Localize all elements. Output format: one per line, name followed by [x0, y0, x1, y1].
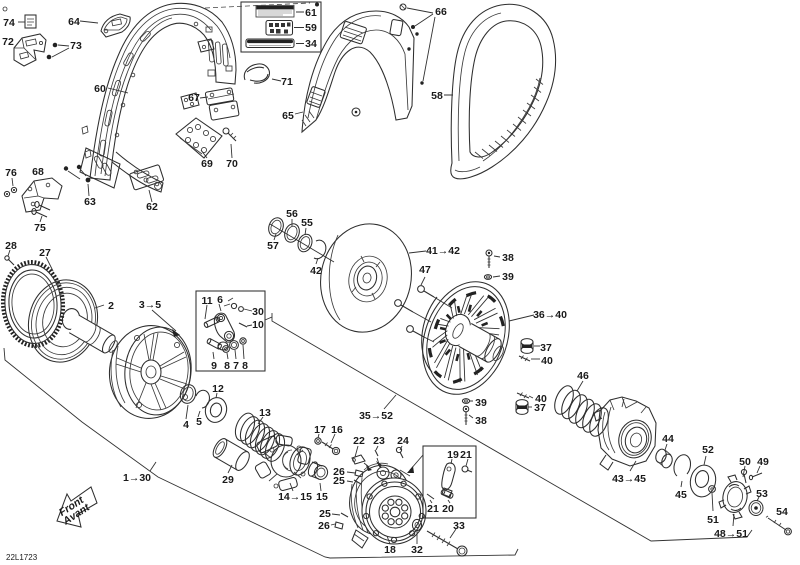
svg-text:52: 52: [702, 444, 714, 456]
svg-text:47: 47: [419, 264, 431, 276]
svg-text:22: 22: [353, 435, 365, 447]
svg-text:33: 33: [453, 520, 465, 532]
svg-text:41→42: 41→42: [426, 245, 460, 257]
svg-text:66: 66: [435, 6, 447, 18]
svg-text:25: 25: [319, 508, 331, 520]
svg-text:48→51: 48→51: [714, 528, 748, 540]
svg-text:55: 55: [301, 217, 313, 229]
svg-text:59: 59: [305, 22, 317, 34]
svg-text:46: 46: [577, 370, 589, 382]
svg-text:63: 63: [84, 196, 96, 208]
svg-text:40: 40: [541, 355, 553, 367]
svg-text:19: 19: [447, 449, 459, 461]
svg-text:9: 9: [211, 360, 217, 372]
svg-text:26: 26: [318, 520, 330, 532]
svg-text:26: 26: [333, 466, 345, 478]
svg-text:42: 42: [310, 265, 322, 277]
svg-text:44: 44: [662, 433, 674, 445]
svg-text:74: 74: [3, 17, 15, 29]
svg-text:17: 17: [314, 424, 326, 436]
svg-text:13: 13: [259, 407, 271, 419]
svg-text:60: 60: [94, 83, 106, 95]
svg-text:27: 27: [39, 247, 51, 259]
svg-text:12: 12: [212, 383, 224, 395]
svg-text:1→30: 1→30: [123, 472, 151, 484]
svg-text:38: 38: [475, 415, 487, 427]
svg-text:50: 50: [739, 456, 751, 468]
svg-text:36→40: 36→40: [533, 309, 567, 321]
svg-text:35→52: 35→52: [359, 410, 393, 422]
svg-text:45: 45: [675, 489, 687, 501]
svg-text:34: 34: [305, 38, 317, 50]
svg-text:8: 8: [242, 360, 248, 372]
svg-text:56: 56: [286, 208, 298, 220]
svg-text:37: 37: [534, 402, 546, 414]
svg-text:51: 51: [707, 514, 719, 526]
svg-text:43→45: 43→45: [612, 473, 646, 485]
svg-text:24: 24: [397, 435, 409, 447]
svg-text:22L1723: 22L1723: [6, 553, 38, 562]
svg-text:10: 10: [252, 319, 264, 331]
svg-text:61: 61: [305, 7, 317, 19]
svg-text:57: 57: [267, 240, 279, 252]
svg-text:62: 62: [146, 201, 158, 213]
svg-text:39: 39: [475, 397, 487, 409]
svg-text:16: 16: [331, 424, 343, 436]
svg-text:54: 54: [776, 506, 788, 518]
svg-text:65: 65: [282, 110, 294, 122]
svg-text:39: 39: [502, 271, 514, 283]
svg-text:64: 64: [68, 16, 80, 28]
svg-text:23: 23: [373, 435, 385, 447]
svg-text:21: 21: [460, 449, 472, 461]
svg-text:72: 72: [2, 36, 14, 48]
svg-text:21: 21: [427, 503, 439, 515]
svg-text:70: 70: [226, 158, 238, 170]
svg-text:32: 32: [411, 544, 423, 556]
svg-text:71: 71: [281, 76, 293, 88]
svg-text:73: 73: [70, 40, 82, 52]
svg-text:8: 8: [224, 360, 230, 372]
svg-text:76: 76: [5, 167, 17, 179]
svg-text:29: 29: [222, 474, 234, 486]
svg-text:4: 4: [183, 419, 189, 431]
svg-text:69: 69: [201, 158, 213, 170]
svg-text:40: 40: [535, 393, 547, 405]
svg-text:67: 67: [188, 92, 200, 104]
svg-text:2: 2: [108, 300, 114, 312]
svg-text:53: 53: [756, 488, 768, 500]
svg-text:49: 49: [757, 456, 769, 468]
svg-text:7: 7: [233, 360, 239, 372]
svg-text:18: 18: [384, 544, 396, 556]
svg-text:75: 75: [34, 222, 46, 234]
svg-text:30: 30: [252, 306, 264, 318]
svg-text:14→15: 14→15: [278, 491, 312, 503]
svg-text:11: 11: [201, 295, 212, 307]
svg-text:5: 5: [196, 416, 202, 428]
svg-text:28: 28: [5, 240, 17, 252]
svg-text:25: 25: [333, 475, 345, 487]
svg-text:58: 58: [431, 90, 443, 102]
svg-text:6: 6: [217, 294, 223, 306]
svg-text:68: 68: [32, 166, 44, 178]
svg-text:3→5: 3→5: [139, 299, 161, 311]
svg-text:20: 20: [442, 503, 454, 515]
svg-text:37: 37: [540, 342, 552, 354]
svg-text:15: 15: [316, 491, 328, 503]
svg-text:38: 38: [502, 252, 514, 264]
